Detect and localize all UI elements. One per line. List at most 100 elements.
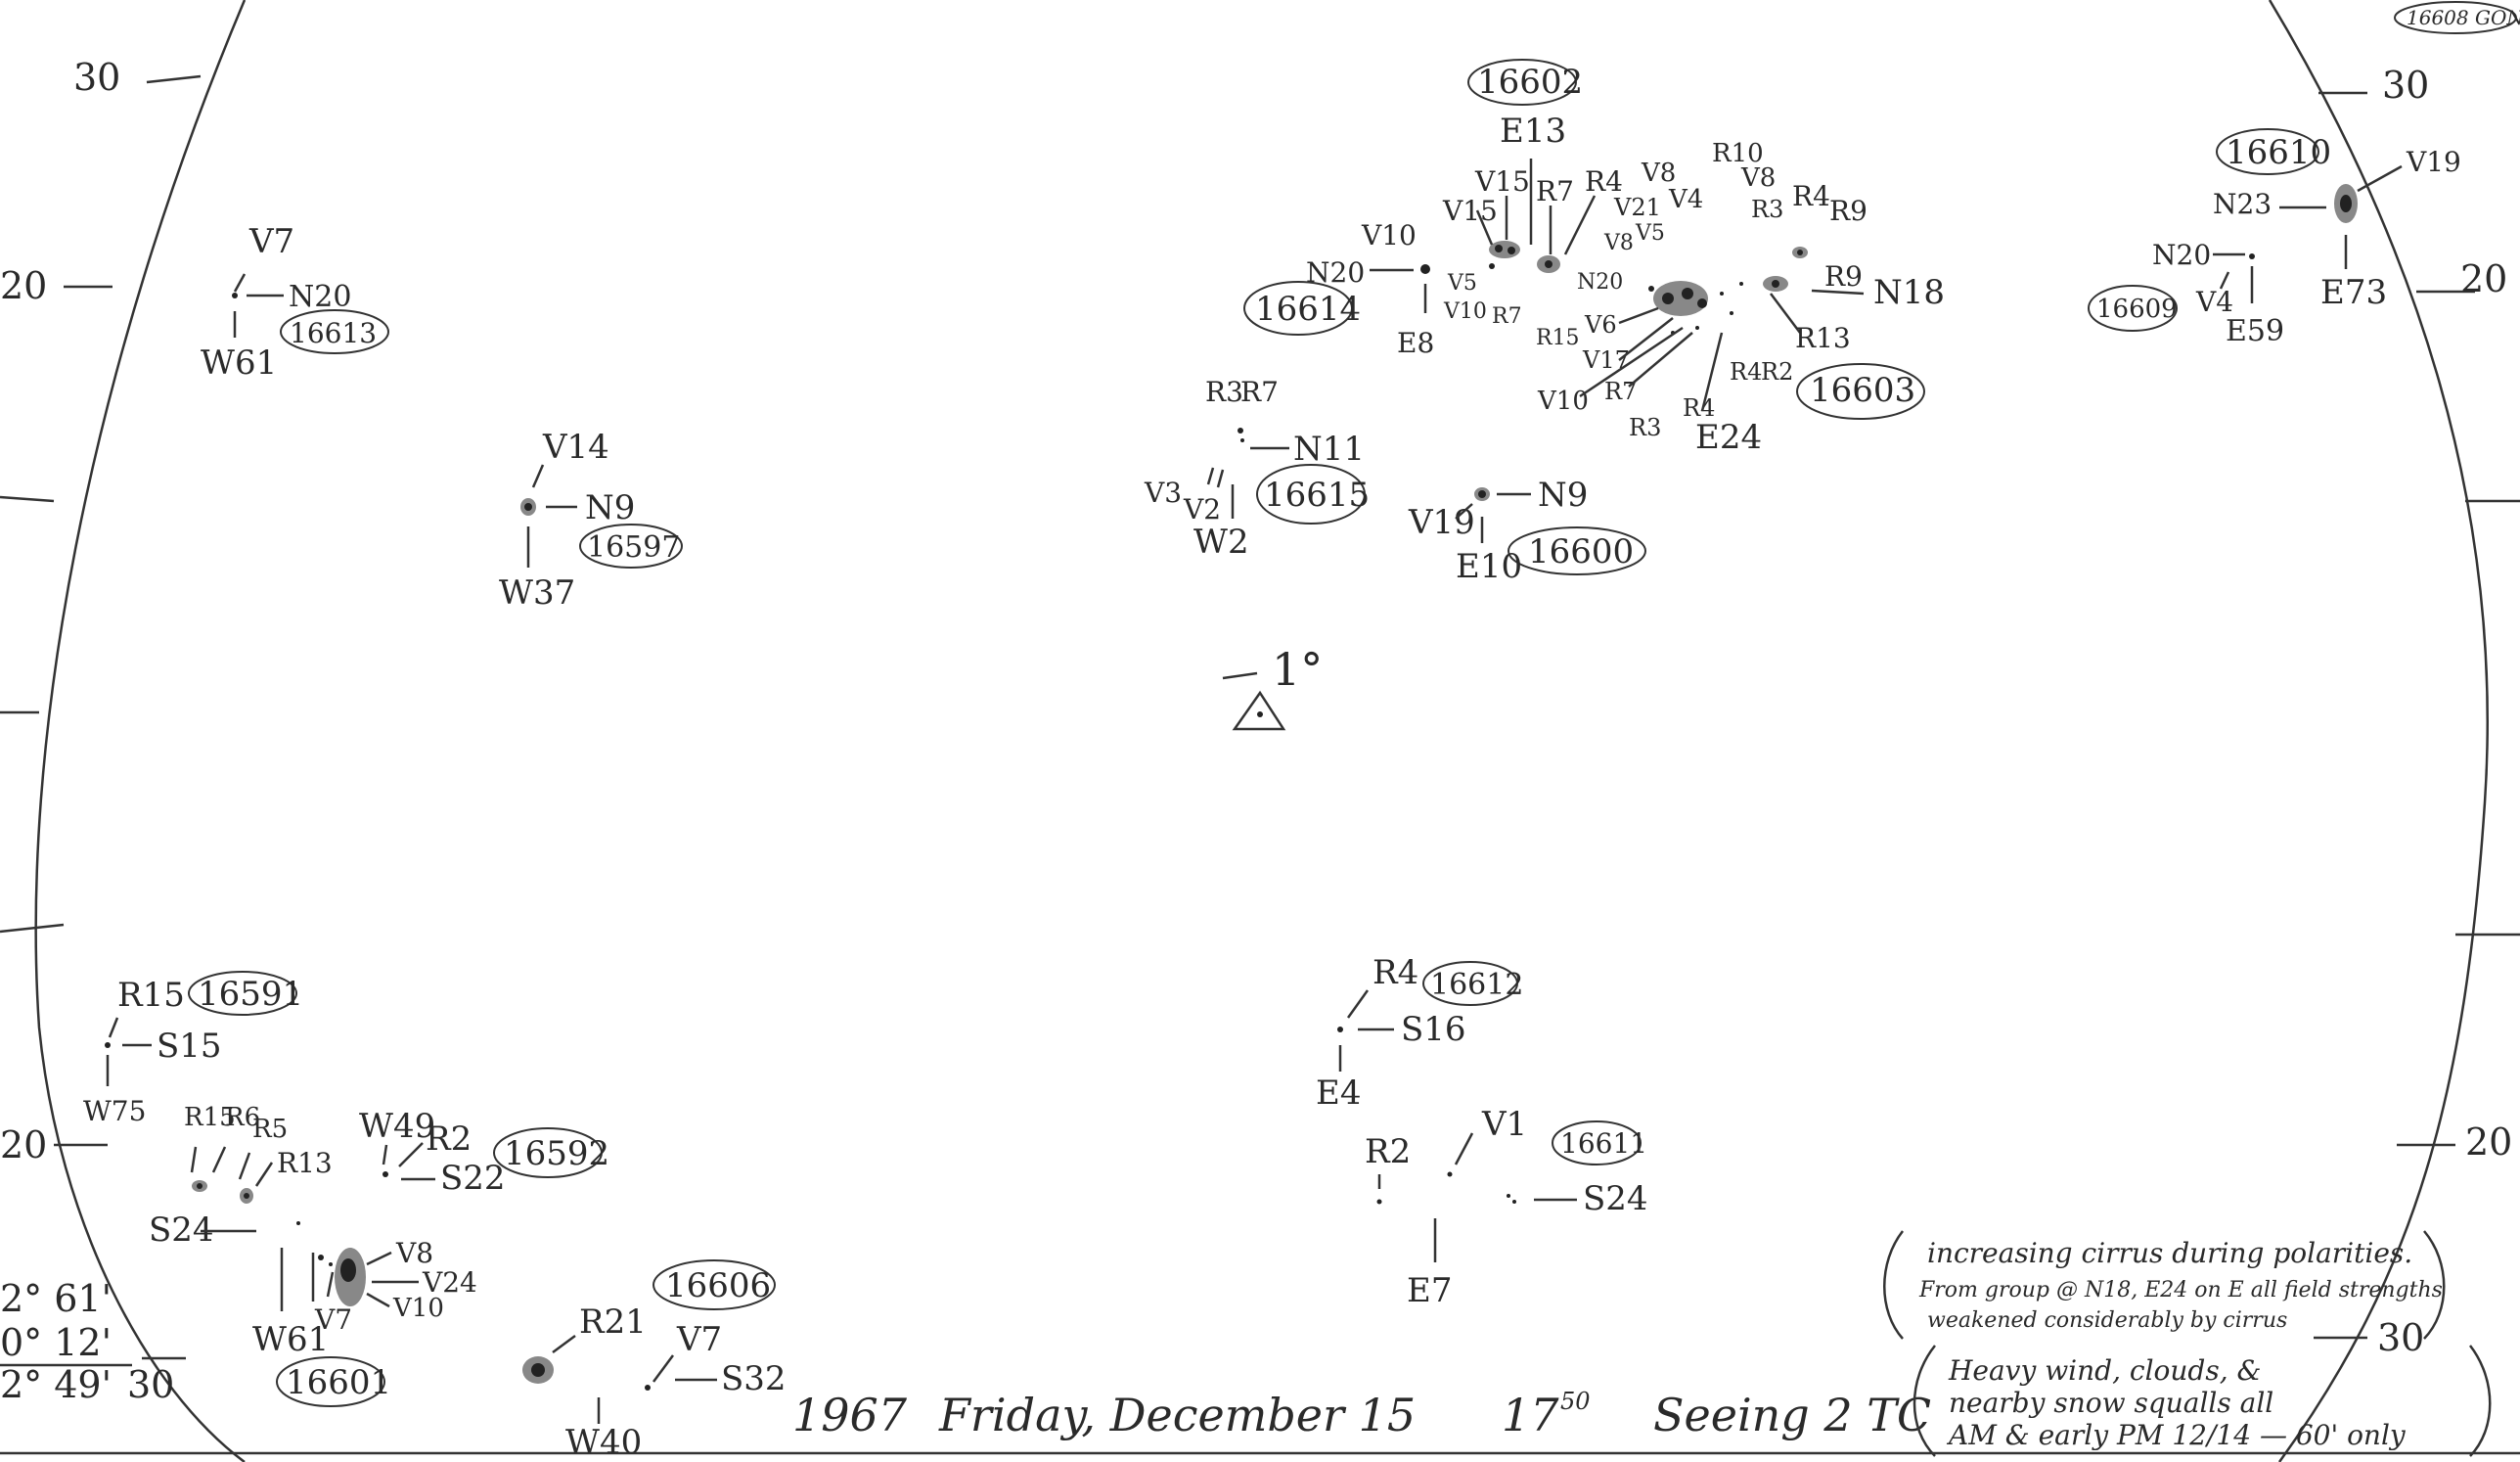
sunspot — [232, 293, 238, 298]
spot-label: V7 — [676, 1320, 722, 1359]
limb-tick-label: 20 — [0, 264, 47, 307]
limb-arc-left — [34, 0, 247, 1462]
spot-label: V6 — [1584, 311, 1617, 339]
tick-mark — [146, 74, 202, 84]
pointer-line — [398, 1142, 424, 1167]
group-id: 16591 — [198, 975, 303, 1014]
group-id: 16609 — [2096, 295, 2178, 324]
sunspot — [244, 1193, 249, 1199]
pointer-line — [1700, 332, 1724, 412]
pointer-line — [382, 1144, 388, 1165]
scale-label: 1° — [1272, 643, 1323, 696]
note-line: AM & early PM 12/14 — 60' only — [1946, 1419, 2407, 1451]
spot-label: V5 — [1447, 271, 1477, 296]
spot-label: W49 — [359, 1107, 435, 1146]
spot-label: R15 — [1536, 326, 1580, 350]
spot-label: N20 — [289, 280, 351, 314]
sunspot — [1695, 326, 1699, 330]
group-id: 16613 — [290, 317, 377, 349]
sunspot — [1337, 1027, 1343, 1032]
spot-label: R3 — [1205, 376, 1243, 408]
spot-label: V10 — [1361, 219, 1417, 251]
margin-value: 2° 61' — [0, 1277, 112, 1320]
group-id-oval — [1552, 1120, 1642, 1165]
pointer-line — [326, 1271, 335, 1298]
spot-label: W75 — [83, 1095, 146, 1127]
spot-label: R21 — [579, 1302, 647, 1342]
group-id: 16592 — [504, 1134, 609, 1173]
limb-tick-label: 20 — [2460, 257, 2507, 300]
spot-label: V10 — [1443, 299, 1487, 324]
note-line: Heavy wind, clouds, & — [1948, 1354, 2261, 1387]
spot-label: V19 — [1408, 503, 1475, 542]
spot-label: S16 — [1401, 1010, 1466, 1049]
pointer-line — [254, 1162, 274, 1187]
spot-label: S24 — [1583, 1179, 1648, 1218]
spot-label: S22 — [440, 1159, 506, 1198]
group-id-oval — [1796, 363, 1925, 420]
group-id-oval — [579, 524, 683, 569]
spot-label: R7 — [1240, 376, 1279, 408]
group-id-oval — [652, 1259, 776, 1310]
group-id-oval — [1467, 59, 1577, 106]
margin-value: 2° 49' — [0, 1363, 112, 1406]
spot-label: V8 — [395, 1237, 433, 1269]
sunspot — [1739, 282, 1743, 286]
spot-label: V17 — [1582, 346, 1630, 374]
pointer-line — [2219, 271, 2230, 290]
spot-label: V10 — [392, 1294, 444, 1323]
spot-label: V4 — [1668, 185, 1703, 214]
pointer-line — [1563, 195, 1597, 255]
sunspot — [1797, 250, 1803, 255]
sunspot — [2249, 253, 2255, 259]
group-id: 16610 — [2226, 133, 2331, 172]
sunspot — [1478, 490, 1486, 498]
spot-label: E59 — [2226, 314, 2284, 348]
sunspot — [1489, 241, 1520, 258]
pointer-line — [233, 273, 247, 293]
spot-label: N18 — [1873, 273, 1945, 312]
spot-label: V15 — [1474, 165, 1530, 198]
note-bracket — [1883, 1230, 1904, 1340]
pointer-line — [1628, 332, 1693, 388]
footer-year: 1967 — [792, 1389, 908, 1441]
group-id: 16602 — [1477, 63, 1583, 102]
note-line: increasing cirrus during polarities. — [1927, 1237, 2412, 1269]
sunspot — [340, 1258, 356, 1282]
spot-label: W61 — [201, 343, 277, 383]
sunspot — [1495, 245, 1503, 252]
group-id-oval — [493, 1127, 603, 1178]
sunspot — [1420, 264, 1430, 274]
sunspot — [2340, 195, 2352, 212]
pointer-line — [211, 1146, 227, 1173]
pointer-line — [531, 464, 545, 488]
pointer-line — [1811, 289, 1865, 296]
spot-label: V7 — [314, 1303, 352, 1336]
sunspot — [1720, 292, 1724, 296]
limb-tick-label: 30 — [2382, 64, 2429, 107]
spot-label: N20 — [2152, 239, 2211, 271]
spot-label: R4 — [1730, 358, 1762, 386]
spot-label: V7 — [248, 222, 294, 261]
note-line: weakened considerably by cirrus — [1927, 1308, 2287, 1333]
sunspot — [1772, 280, 1779, 288]
group-id-oval — [1243, 281, 1353, 336]
spot-label: E73 — [2320, 273, 2387, 312]
sunspot — [1447, 1171, 1453, 1177]
group-id: 16615 — [1264, 476, 1370, 515]
triangle-center-dot — [1257, 711, 1263, 717]
spot-label: W40 — [565, 1423, 642, 1462]
corner-note-oval — [2394, 1, 2517, 34]
spot-label: V5 — [1635, 221, 1665, 246]
footer-seeing: Seeing 2 TC — [1653, 1389, 1931, 1441]
footer-time-minutes: 50 — [1560, 1388, 1591, 1415]
spot-label: R2 — [426, 1119, 472, 1159]
note-line: From group @ N18, E24 on E all field str… — [1918, 1278, 2443, 1302]
spot-label: R9 — [1824, 260, 1863, 293]
sunspot — [197, 1183, 202, 1189]
sunspot — [105, 1042, 111, 1048]
pointer-line — [1454, 1132, 1474, 1165]
spot-label: N23 — [2213, 188, 2272, 220]
spot-label: R4 — [1792, 180, 1830, 212]
